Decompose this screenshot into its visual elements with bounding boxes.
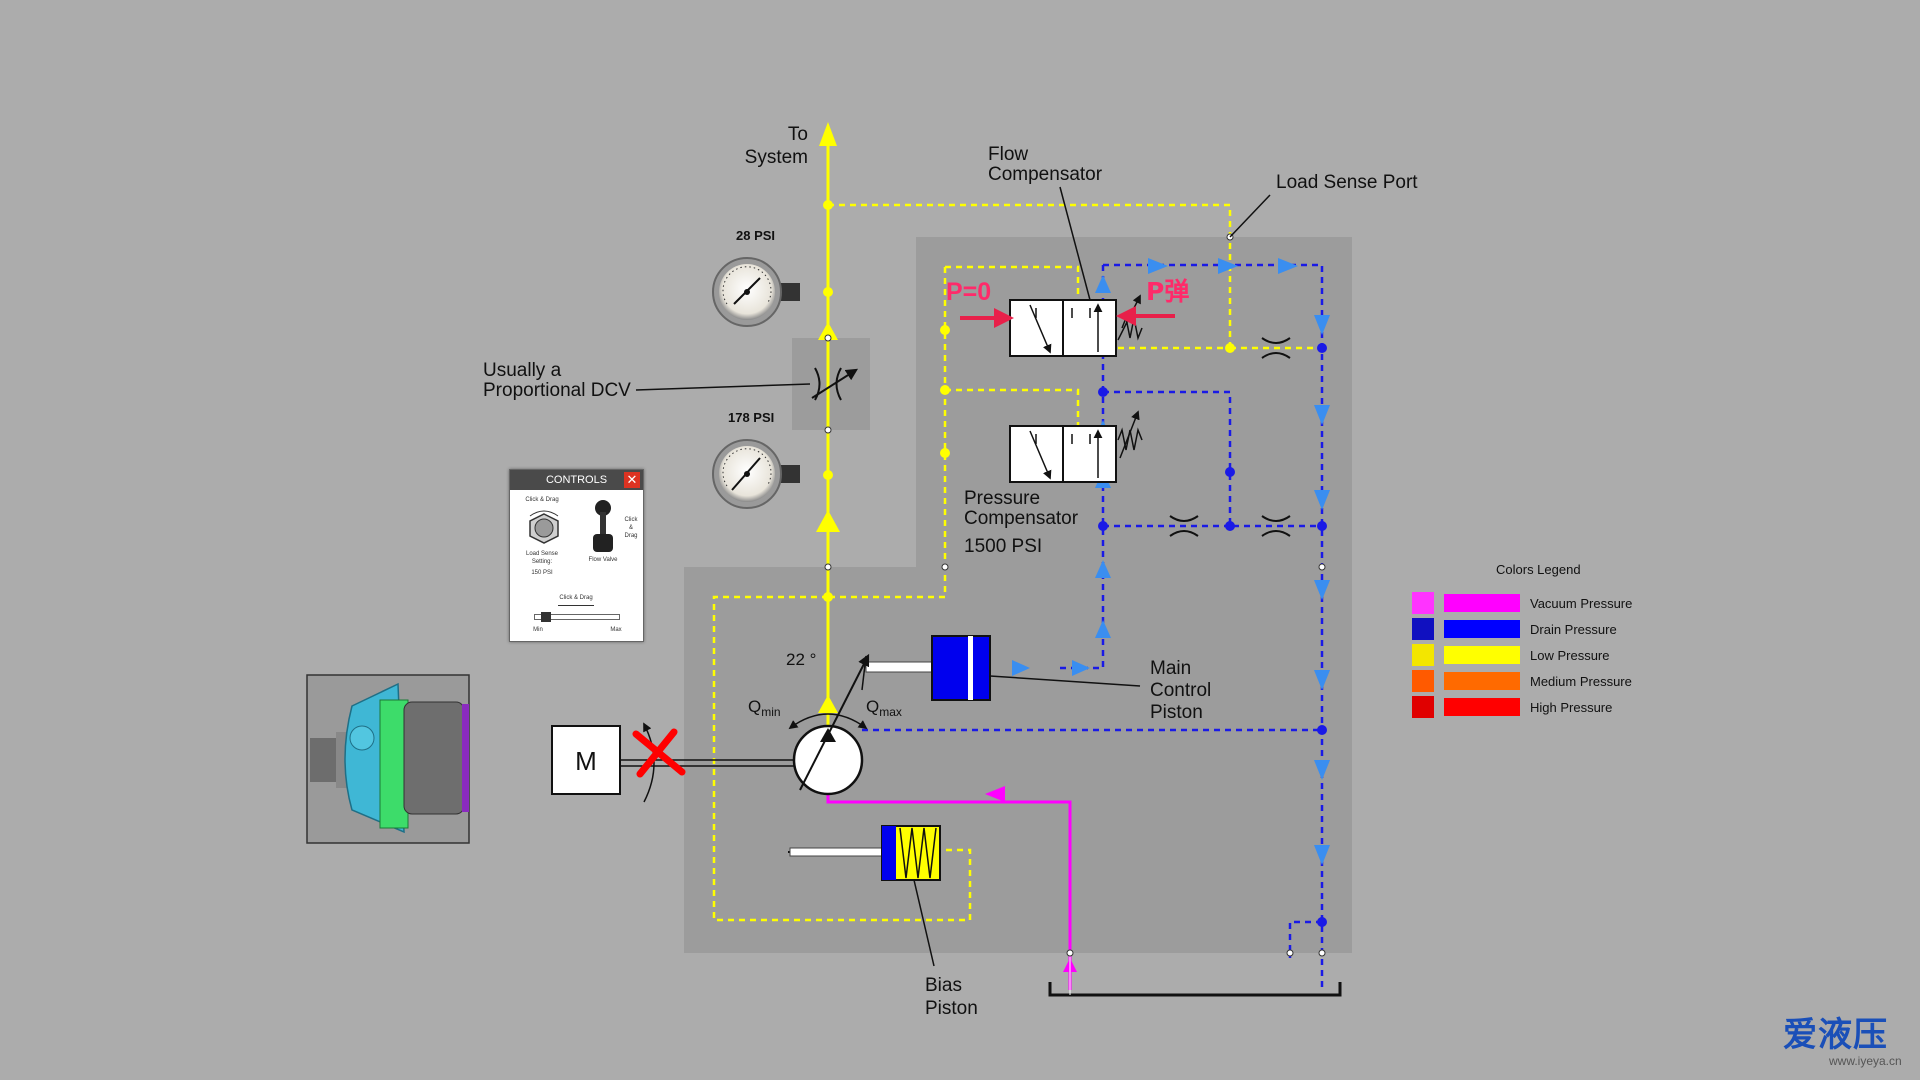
pump-housing	[684, 237, 1352, 953]
p-spring-annotation: P弹	[1146, 277, 1189, 306]
gauge-bottom-reading: 178 PSI	[728, 410, 774, 425]
dcv-label-line2: Proportional DCV	[483, 380, 631, 401]
watermark-logo: 爱液压 www.iyeya.cn	[1783, 1016, 1902, 1068]
legend-swatch	[1412, 696, 1434, 718]
bias-piston-line2: Piston	[925, 998, 978, 1019]
legend-swatch-bar	[1444, 646, 1520, 664]
main-control-piston-line1: Main	[1150, 658, 1191, 679]
slider-arrow	[558, 605, 594, 606]
stop-cross-icon	[632, 728, 686, 778]
annotation-arrows	[960, 306, 1175, 328]
swash-angle: 22 °	[786, 650, 816, 669]
joystick-hint: Click & Drag	[624, 517, 638, 539]
main-control-piston-line3: Piston	[1150, 702, 1203, 723]
flow-compensator-line2: Compensator	[988, 164, 1103, 185]
load-sense-knob[interactable]	[524, 508, 564, 548]
watermark-url: www.iyeya.cn	[1829, 1054, 1902, 1068]
motor	[551, 725, 621, 795]
legend-swatch-bar	[1444, 594, 1520, 612]
motor-label: M	[575, 746, 597, 776]
load-sense-port-label: Load Sense Port	[1276, 172, 1418, 193]
dcv-label-line1: Usually a	[483, 360, 562, 381]
legend-label-vacuum: Vacuum Pressure	[1530, 596, 1633, 611]
drain-lines	[862, 263, 1324, 988]
load-sense-label: Load Sense Setting: 150 PSI	[525, 551, 559, 576]
legend-swatch-bar	[1444, 672, 1520, 690]
yellow-flow-arrows	[816, 122, 840, 713]
flow-slider-thumb[interactable]	[540, 612, 551, 622]
legend-label-low: Low Pressure	[1530, 648, 1610, 663]
slider-min-label: Min	[533, 627, 543, 633]
controls-title: CONTROLS	[545, 474, 608, 486]
pressure-compensator-setting: 1500 PSI	[964, 536, 1042, 557]
rotation-arrow	[643, 722, 655, 803]
pressure-gauge-bottom	[712, 439, 800, 509]
legend-swatch	[1412, 644, 1434, 666]
p-zero-annotation: P=0	[946, 278, 991, 306]
legend-swatch-bar	[1444, 620, 1520, 638]
bias-piston	[788, 825, 941, 881]
legend-label-high: High Pressure	[1530, 700, 1613, 715]
legend-swatch	[1412, 618, 1434, 640]
flow-slider-track[interactable]	[534, 612, 620, 622]
knob-hint: Click & Drag	[525, 497, 559, 503]
legend-label-medium: Medium Pressure	[1530, 674, 1632, 689]
low-pressure-lines	[712, 140, 1322, 922]
pressure-gauge-top	[712, 257, 800, 327]
vacuum-line	[826, 795, 1072, 990]
pressure-compensator-valve	[1009, 410, 1143, 483]
junction-dots-blue	[1098, 343, 1327, 927]
main-control-piston-line2: Control	[1150, 680, 1211, 701]
variable-pump	[788, 653, 870, 796]
main-control-piston	[861, 635, 991, 701]
bias-piston-line1: Bias	[925, 975, 962, 996]
gauge-top-reading: 28 PSI	[736, 228, 775, 243]
slider-max-label: Max	[610, 627, 622, 633]
tank	[1048, 982, 1342, 997]
qmax-label: Qmax	[866, 697, 902, 719]
legend-swatch-bar	[1444, 698, 1520, 716]
controls-panel: CONTROLS ✕ Click & Drag Load Sense Setti…	[509, 469, 644, 642]
flow-valve-label: Flow Valve	[588, 557, 618, 563]
junction-dots-yellow	[823, 200, 1235, 602]
port-dots	[824, 233, 1326, 957]
watermark-text: 爱液压	[1783, 1016, 1888, 1054]
pressure-compensator-line1: Pressure	[964, 488, 1040, 509]
pump-thumbnail	[306, 674, 470, 844]
orifices	[1169, 337, 1291, 537]
labels: To System Flow Compensator Load Sense Po…	[483, 124, 1418, 1019]
slider-hint: Click & Drag	[559, 595, 593, 601]
flow-valve-joystick[interactable]	[588, 498, 618, 556]
legend-label-drain: Drain Pressure	[1530, 622, 1617, 637]
qmin-label: Qmin	[748, 697, 781, 719]
to-system-line2: System	[745, 147, 808, 168]
flow-compensator-line1: Flow	[988, 144, 1028, 165]
close-icon[interactable]: ✕	[624, 472, 640, 488]
pressure-compensator-line2: Compensator	[964, 508, 1079, 529]
legend-title: Colors Legend	[1496, 562, 1581, 577]
to-system-line1: To	[788, 124, 808, 145]
leader-lines	[635, 186, 1271, 967]
proportional-dcv-symbol[interactable]	[811, 367, 859, 401]
flow-compensator-valve	[1009, 294, 1143, 357]
legend-swatch	[1412, 592, 1434, 614]
legend-swatch	[1412, 670, 1434, 692]
vacuum-arrow	[985, 786, 1005, 802]
controls-header: CONTROLS ✕	[510, 470, 643, 490]
